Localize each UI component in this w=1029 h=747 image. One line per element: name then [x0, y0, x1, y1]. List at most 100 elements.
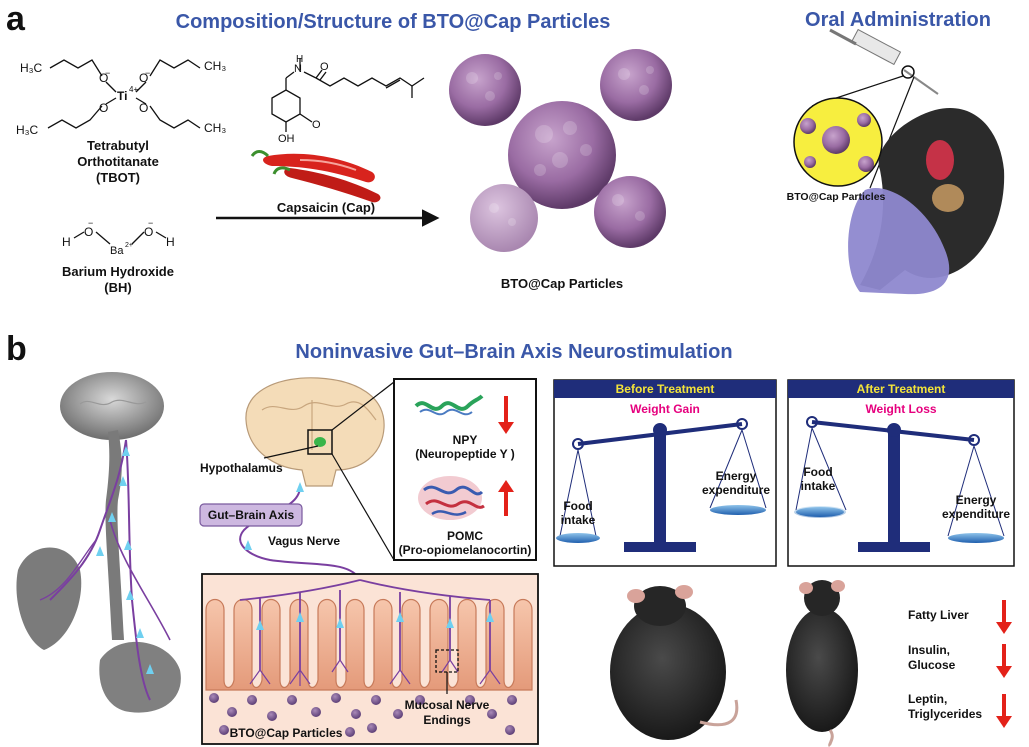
oral-gavage-illustration — [793, 28, 1005, 295]
tbot-neg-2: − — [145, 68, 150, 78]
vagus-nerve-label: Vagus Nerve — [268, 534, 340, 548]
npy-label: NPY — [453, 433, 478, 447]
bh-abbr: (BH) — [104, 280, 131, 295]
bh-neg-1: − — [88, 218, 93, 228]
bh-o2: O — [144, 225, 153, 239]
syringe-icon — [829, 28, 939, 95]
bh-neg-2: − — [148, 218, 153, 228]
fatty-liver-down-arrow — [996, 600, 1012, 634]
particle — [470, 184, 538, 252]
oral-inset-label: BTO@Cap Particles — [787, 191, 886, 203]
tbot-o2: O — [139, 71, 148, 85]
fatty-liver-label: Fatty Liver — [908, 608, 969, 622]
capsaicin-structure — [271, 58, 425, 132]
before-subtitle: Weight Gain — [630, 402, 700, 416]
tbot-ti: Ti — [117, 89, 127, 103]
after-energy-2: expenditure — [942, 507, 1010, 521]
mucosal-nerve-label-1: Mucosal Nerve — [405, 698, 490, 712]
tbot-name-2: Orthotitanate — [77, 154, 159, 169]
panel-b-title: Noninvasive Gut–Brain Axis Neurostimulat… — [295, 341, 732, 363]
brain-icon — [60, 372, 164, 440]
tbot-o1: O — [99, 71, 108, 85]
tbot-ch3-2: CH₃ — [204, 121, 226, 135]
intestine-particles-label: BTO@Cap Particles — [230, 726, 343, 740]
bh-ba-charge: 2+ — [125, 242, 133, 249]
particle — [594, 176, 666, 248]
tbot-abbr: (TBOT) — [96, 170, 140, 185]
bto-cap-particles — [449, 49, 672, 252]
bh-h2: H — [166, 235, 175, 249]
after-treatment-panel — [787, 379, 1015, 567]
tbot-name-1: Tetrabutyl — [87, 138, 149, 153]
before-treatment-header: Before Treatment — [616, 382, 715, 396]
panel-a-letter: a — [6, 0, 26, 38]
particle — [822, 126, 850, 154]
hand-icon — [848, 188, 950, 295]
leptin-down-arrow — [996, 694, 1012, 728]
body-vagus-pathway — [16, 372, 181, 713]
before-treatment-panel — [553, 379, 777, 567]
after-subtitle: Weight Loss — [865, 402, 936, 416]
particle — [449, 54, 521, 126]
particle — [858, 156, 874, 172]
after-energy-1: Energy — [956, 493, 997, 507]
tbot-neg-1: − — [105, 68, 110, 78]
cap-h: H — [296, 54, 303, 65]
stomach-icon — [99, 641, 181, 713]
tbot-ch3-1: CH₃ — [204, 59, 226, 73]
intestine-icon — [932, 184, 964, 212]
npy-full-label: (Neuropeptide Y ) — [415, 447, 515, 461]
hypothalamus-marker — [314, 437, 326, 447]
brain-section-illustration — [245, 377, 395, 561]
bh-ba: Ba — [110, 245, 124, 257]
bh-name: Barium Hydroxide — [62, 264, 174, 279]
intestine-illustration — [201, 573, 539, 745]
after-food-2: intake — [801, 479, 836, 493]
capsaicin-label: Capsaicin (Cap) — [277, 200, 375, 215]
bh-o1: O — [84, 225, 93, 239]
gut-brain-axis-box — [199, 503, 303, 527]
pomc-label: POMC — [447, 529, 483, 543]
pomc-full-label: (Pro-opiomelanocortin) — [399, 543, 532, 557]
oral-administration-title: Oral Administration — [805, 9, 991, 31]
panel-b-letter: b — [6, 330, 27, 368]
leptin-label-2: Triglycerides — [908, 707, 982, 721]
cap-oh: OH — [278, 133, 295, 145]
bh-h1: H — [62, 235, 71, 249]
panel-a-title: Composition/Structure of BTO@Cap Particl… — [176, 11, 611, 33]
after-food-1: Food — [803, 465, 832, 479]
before-food-1: Food — [563, 499, 592, 513]
particle — [800, 118, 816, 134]
obese-mouse-icon — [610, 585, 739, 740]
pomc-up-arrow — [498, 480, 514, 516]
leptin-label-1: Leptin, — [908, 692, 947, 706]
particle — [804, 156, 816, 168]
gut-brain-axis-label: Gut–Brain Axis — [208, 508, 295, 522]
particle — [857, 113, 871, 127]
after-treatment-header: After Treatment — [857, 382, 946, 396]
tbot-ti-charge: 4+ — [129, 85, 138, 94]
tbot-o3: O — [99, 101, 108, 115]
tbot-h3c-2: H₃C — [16, 123, 39, 137]
hypothalamus-label: Hypothalamus — [200, 461, 283, 475]
chili-pepper-icon — [250, 150, 381, 203]
insulin-down-arrow — [996, 644, 1012, 678]
tbot-structure — [47, 59, 201, 129]
mucosal-nerve-label-2: Endings — [423, 713, 471, 727]
bh-structure — [73, 231, 167, 245]
lean-mouse-icon — [786, 580, 858, 747]
before-energy-2: expenditure — [702, 483, 770, 497]
tbot-h3c-1: H₃C — [20, 61, 43, 75]
before-food-2: intake — [561, 513, 596, 527]
pomc-protein-icon — [418, 476, 485, 520]
insulin-label-1: Insulin, — [908, 643, 950, 657]
npy-down-arrow — [498, 396, 514, 434]
tbot-o4: O — [139, 101, 148, 115]
npy-protein-icon — [414, 394, 484, 416]
cap-o-methoxy: O — [312, 119, 321, 131]
particles-label: BTO@Cap Particles — [501, 276, 623, 291]
cap-n: N — [294, 63, 302, 75]
particle — [508, 101, 616, 209]
